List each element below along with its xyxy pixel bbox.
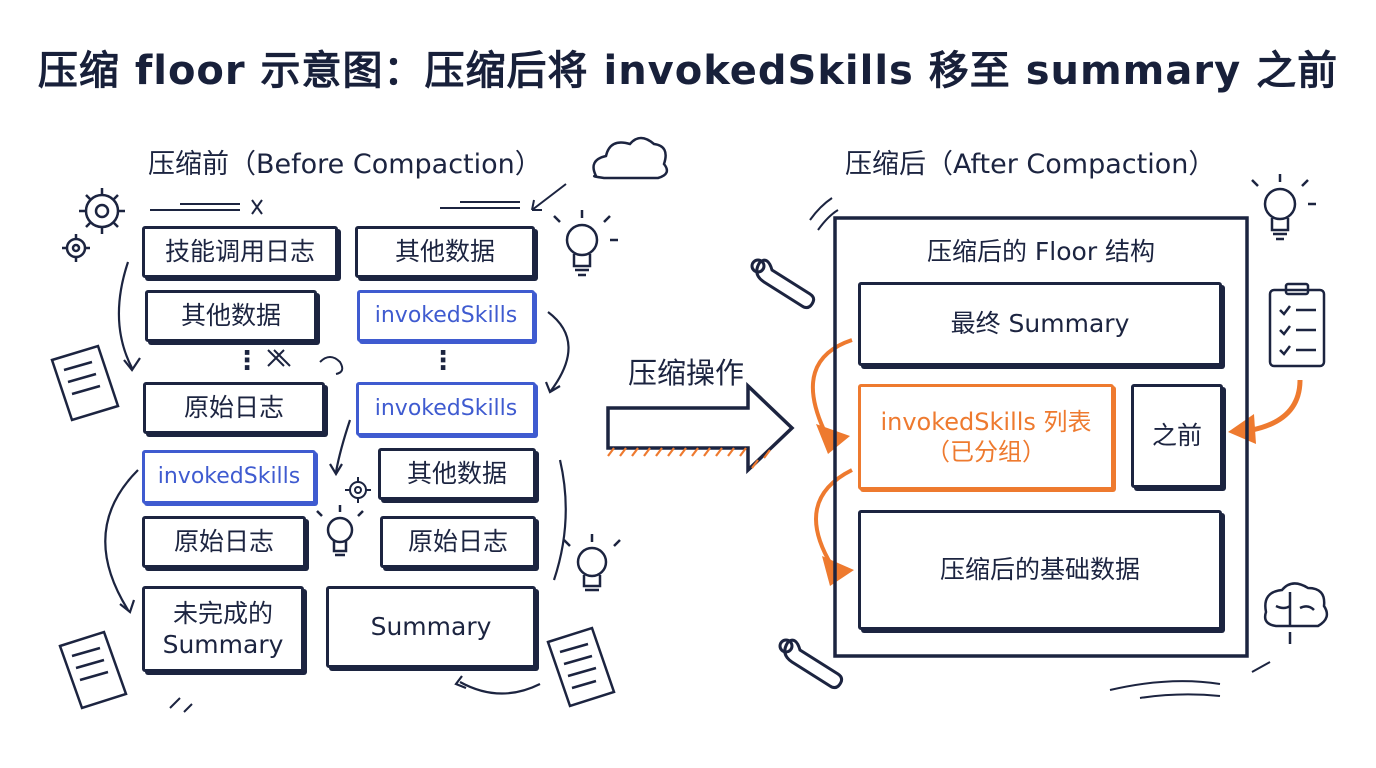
lightbulb-icon: [553, 210, 618, 277]
box-other-data: 其他数据: [378, 448, 536, 500]
compaction-label: 压缩操作: [628, 356, 745, 390]
arrow-into-before: [1251, 379, 1303, 433]
document-icon: [546, 626, 616, 708]
page-title: 压缩 floor 示意图：压缩后将 invokedSkills 移至 summa…: [37, 48, 1339, 94]
box-other-data: 其他数据: [145, 290, 317, 342]
box-raw-log: 原始日志: [142, 516, 306, 568]
document-icon: [50, 344, 120, 422]
box-other-data: 其他数据: [355, 226, 535, 278]
box-invoked-skills: invokedSkills: [357, 290, 535, 342]
gear-icon: [62, 234, 90, 262]
box-raw-log: 原始日志: [143, 382, 325, 434]
box-invoked-skills: invokedSkills: [356, 382, 536, 436]
box-base-data: 压缩后的基础数据: [858, 510, 1222, 630]
lightbulb-icon: [316, 505, 364, 557]
gear-icon: [345, 477, 371, 503]
box-incomplete-summary: 未完成的 Summary: [142, 586, 304, 672]
cloud-icon: [592, 136, 669, 180]
invoked-list-subtitle: （已分组）: [926, 438, 1046, 466]
lightbulb-icon: [1251, 174, 1316, 241]
brain-icon: [1263, 582, 1329, 644]
wrench-icon: [750, 258, 816, 310]
ellipsis-vertical: ⋮: [430, 346, 456, 376]
box-raw-log: 原始日志: [380, 516, 536, 568]
after-panel-frame: [833, 216, 1249, 658]
after-subtitle: 压缩后（After Compaction）: [845, 149, 1216, 180]
before-subtitle: 压缩前（Before Compaction）: [148, 149, 542, 180]
arrowheads-after: [816, 414, 1256, 586]
clipboard-icon: [1268, 282, 1326, 368]
invoked-list-title: invokedSkills 列表: [880, 408, 1092, 436]
flow-arrows-before: [104, 261, 570, 695]
ellipsis-vertical: ⋮: [234, 346, 260, 376]
box-before-marker: 之前: [1131, 384, 1223, 488]
box-summary: Summary: [326, 586, 536, 668]
lightbulb-icon: [563, 534, 621, 592]
gear-icon: [79, 188, 125, 234]
document-icon: [58, 630, 128, 710]
box-invoked-skills-list: invokedSkills 列表 （已分组）: [858, 384, 1114, 490]
after-panel-title: 压缩后的 Floor 结构: [926, 237, 1156, 266]
scribble-strokes: [150, 183, 1271, 713]
box-skill-log: 技能调用日志: [142, 226, 338, 278]
flow-arrows-after: [810, 338, 853, 568]
box-invoked-skills: invokedSkills: [142, 450, 316, 504]
compaction-arrow: [606, 381, 795, 475]
wrench-icon: [778, 638, 844, 690]
box-final-summary: 最终 Summary: [858, 282, 1222, 366]
